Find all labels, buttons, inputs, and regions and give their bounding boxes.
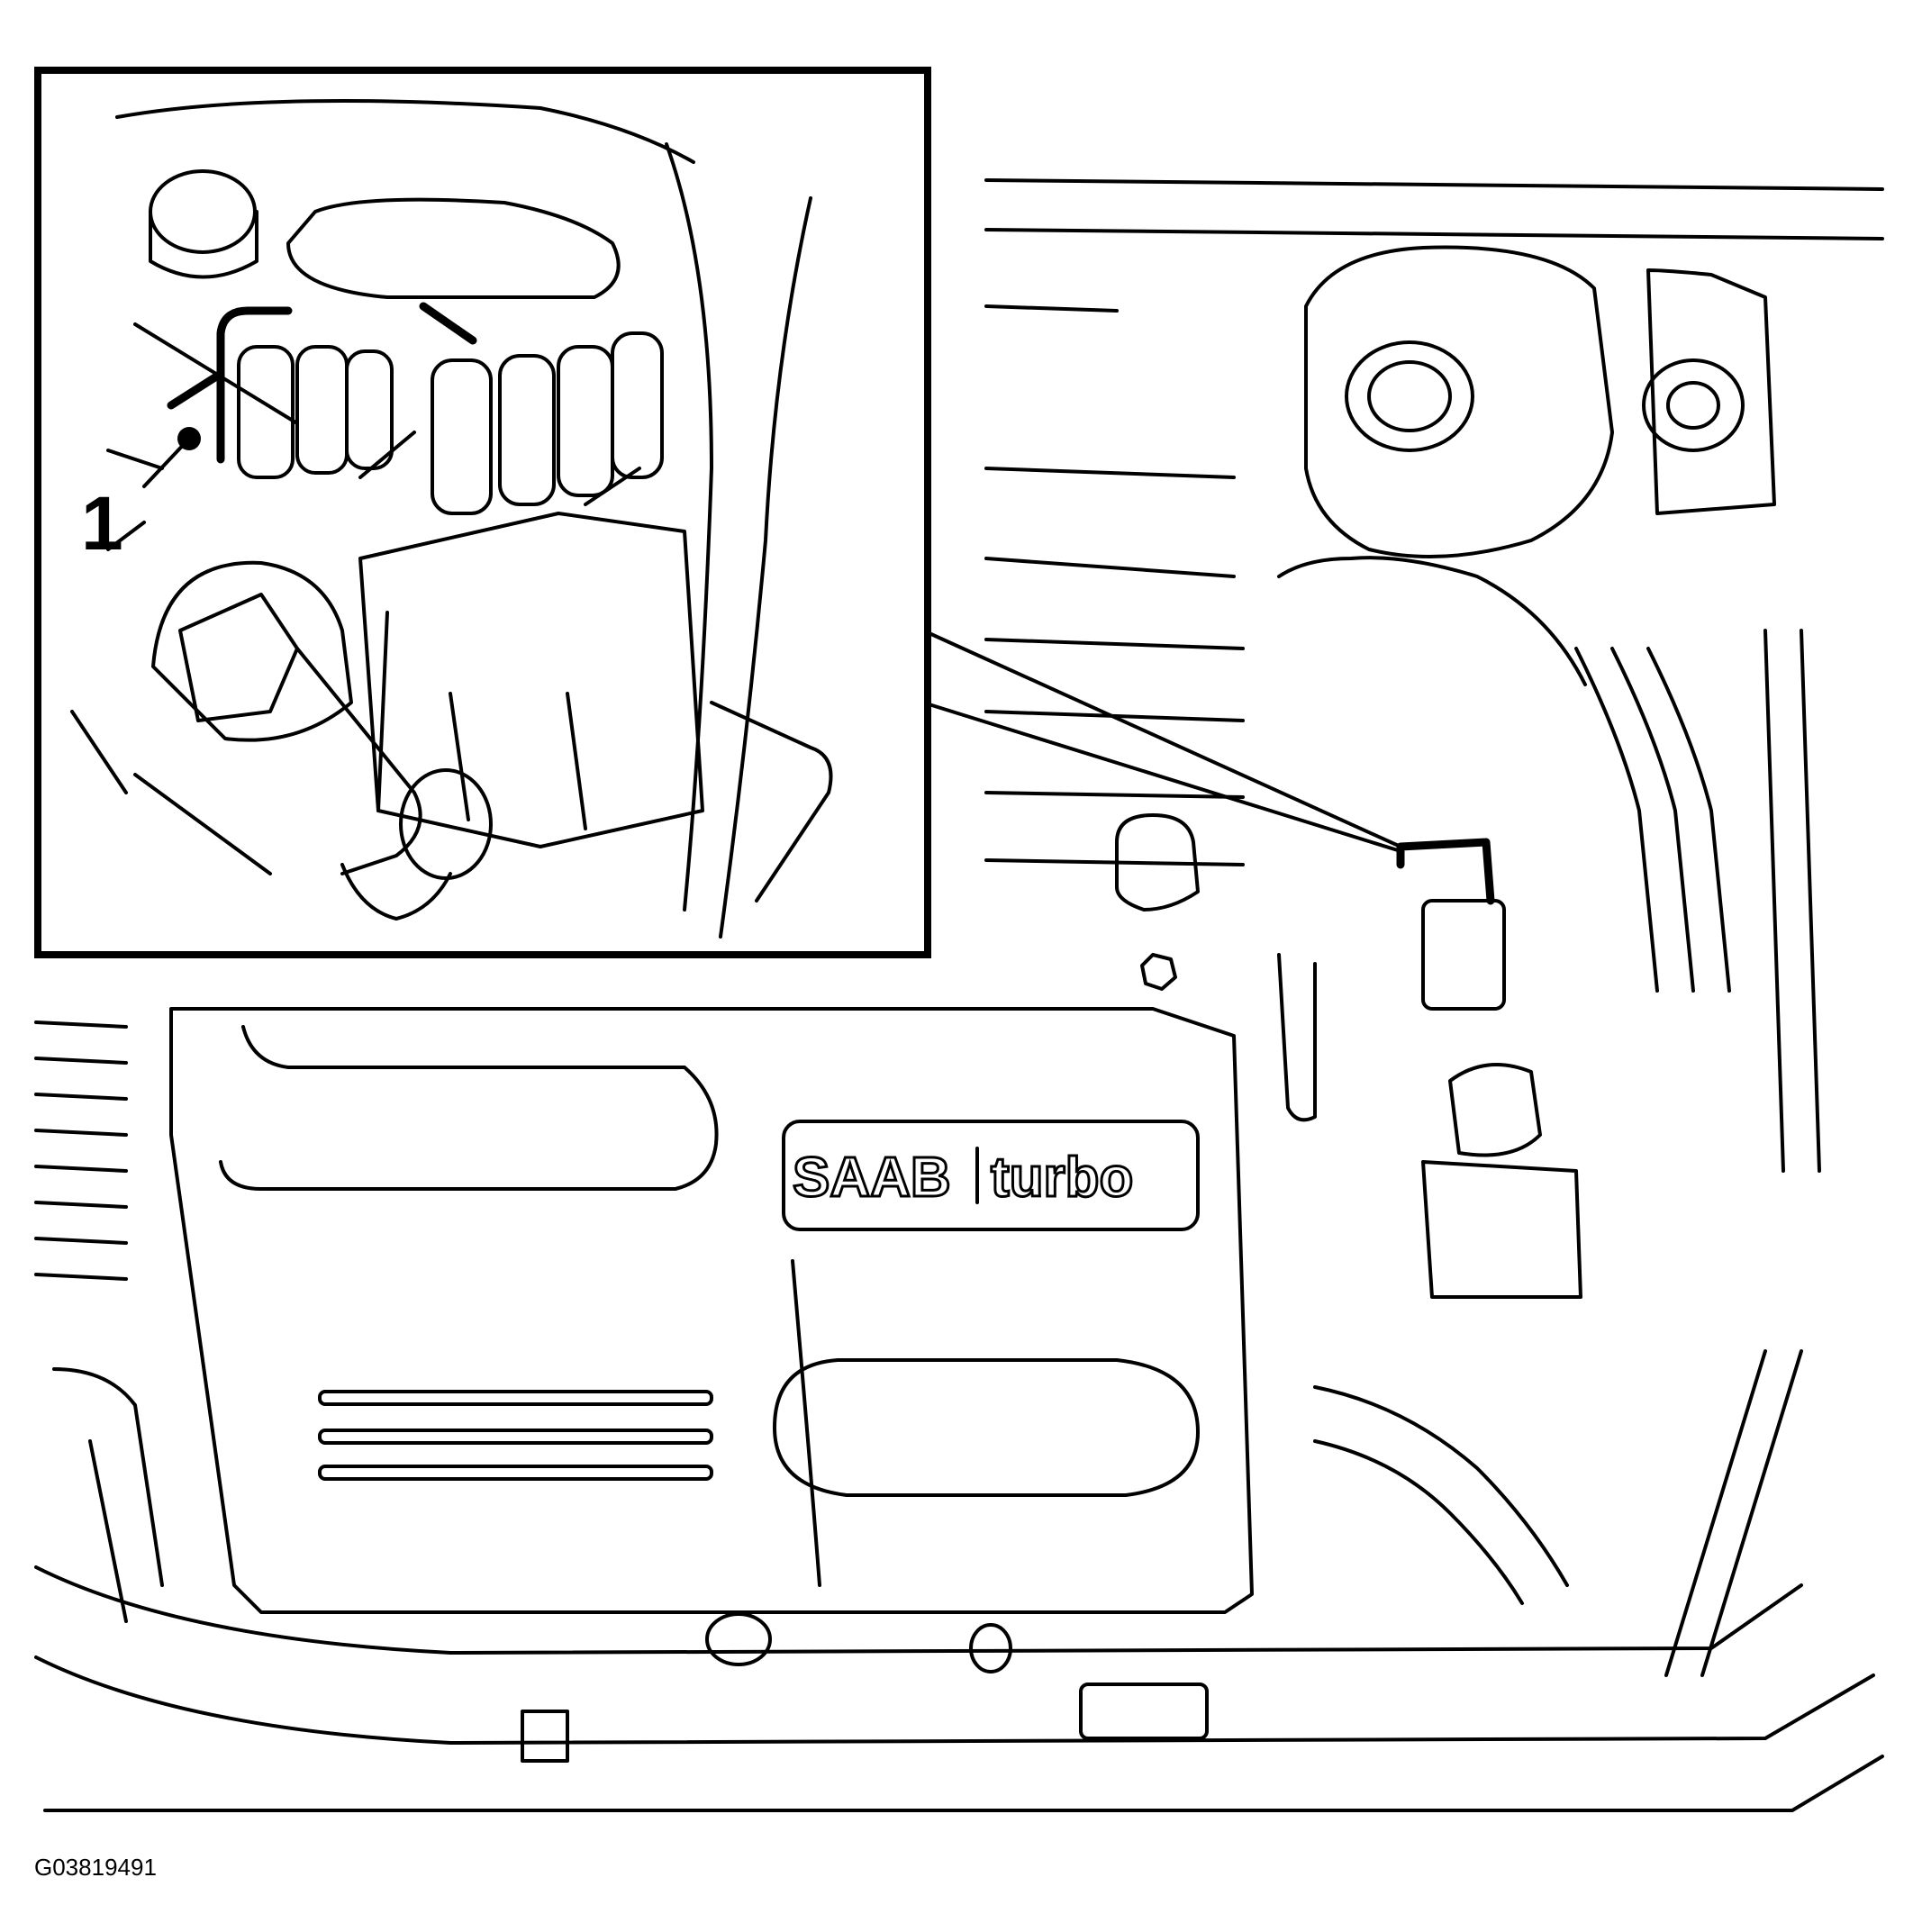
callout-pointer xyxy=(142,437,191,488)
callout-number: 1 xyxy=(81,481,123,566)
callout-leader xyxy=(921,629,1402,853)
detail-inset: 1 xyxy=(34,67,931,958)
engine-cover xyxy=(169,1007,1254,1614)
badge-brand: SAAB xyxy=(793,1147,951,1209)
badge-model: turbo xyxy=(991,1147,1133,1209)
engine-bay xyxy=(34,178,1884,1812)
figure-id: G03819491 xyxy=(34,1854,157,1881)
saab-turbo-badge: SAAB turbo xyxy=(782,1120,1200,1231)
